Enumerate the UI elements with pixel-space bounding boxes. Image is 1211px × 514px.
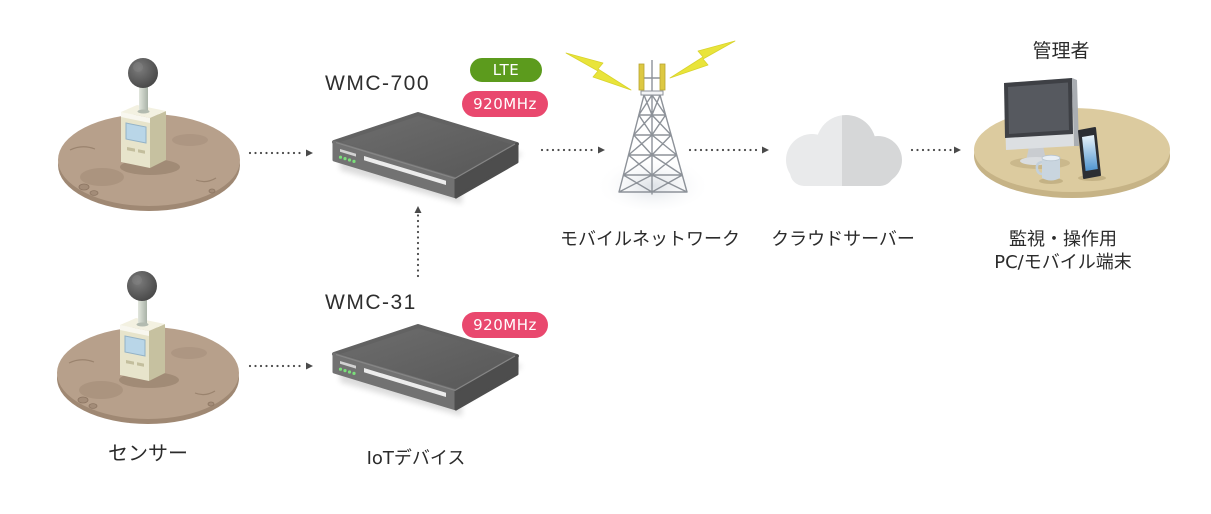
arrow-head: [762, 146, 769, 154]
tower-base-glow: [595, 150, 711, 210]
sensor-icon-bottom: [56, 270, 240, 425]
dotted-arrow-wmc31-to-wmc700: [414, 206, 422, 278]
lightning-icon-right: [669, 40, 736, 79]
router-icon-wmc31: [334, 326, 523, 416]
router-icon-wmc700: [334, 114, 523, 204]
sensor-icon-top: [57, 57, 241, 212]
mug-handle: [1035, 160, 1043, 176]
monitor-side: [1072, 78, 1079, 146]
dotted-arrow-sensor-to-wmc700: [248, 149, 313, 157]
dotted-arrow-network-to-cloud: [688, 146, 769, 154]
phone-screen: [1082, 135, 1098, 171]
monitor-screen: [1008, 82, 1069, 134]
cloud-icon: [786, 115, 902, 186]
smartphone-icon: [1078, 127, 1106, 181]
mug-shadow: [1039, 178, 1063, 184]
terminal-label-line1: 監視・操作用: [1009, 229, 1117, 250]
cell-tower-icon: [595, 60, 711, 210]
mug-body: [1042, 158, 1060, 181]
cloud-right-half: [842, 115, 902, 186]
arrow-head: [598, 146, 605, 154]
920mhz-badge-wmc31: 920MHz: [462, 312, 548, 338]
admin-label: 管理者: [1032, 40, 1090, 62]
arrow-head: [306, 149, 313, 157]
arrow-head: [414, 206, 422, 213]
mug-icon: [1035, 154, 1063, 184]
iot-device-label: IoTデバイス: [366, 448, 466, 469]
sensor-label: センサー: [108, 441, 188, 465]
tower-platform: [640, 90, 664, 96]
lightning-icon-left: [565, 52, 632, 91]
dotted-arrow-wmc700-to-network: [540, 146, 605, 154]
admin-desk-icon: [974, 78, 1170, 198]
antenna-panel-right: [659, 63, 666, 91]
mobile-network-label: モバイルネットワーク: [560, 229, 740, 250]
cloud-server-label: クラウドサーバー: [771, 229, 915, 250]
antenna-panel-left: [638, 63, 645, 91]
arrow-head: [306, 362, 313, 370]
device-name-wmc31: WMC-31: [325, 291, 417, 314]
dotted-arrow-cloud-to-admin: [910, 146, 961, 154]
920mhz-badge-wmc700: 920MHz: [462, 91, 548, 117]
cloud-left-half: [786, 115, 842, 186]
terminal-label-line2: PC/モバイル端末: [994, 252, 1132, 273]
arrow-head: [954, 146, 961, 154]
lte-badge: LTE: [470, 58, 542, 82]
device-name-wmc700: WMC-700: [325, 72, 431, 95]
monitor-icon: [1004, 78, 1079, 169]
mug-rim: [1041, 154, 1061, 162]
dotted-arrow-sensor-to-wmc31: [248, 362, 313, 370]
